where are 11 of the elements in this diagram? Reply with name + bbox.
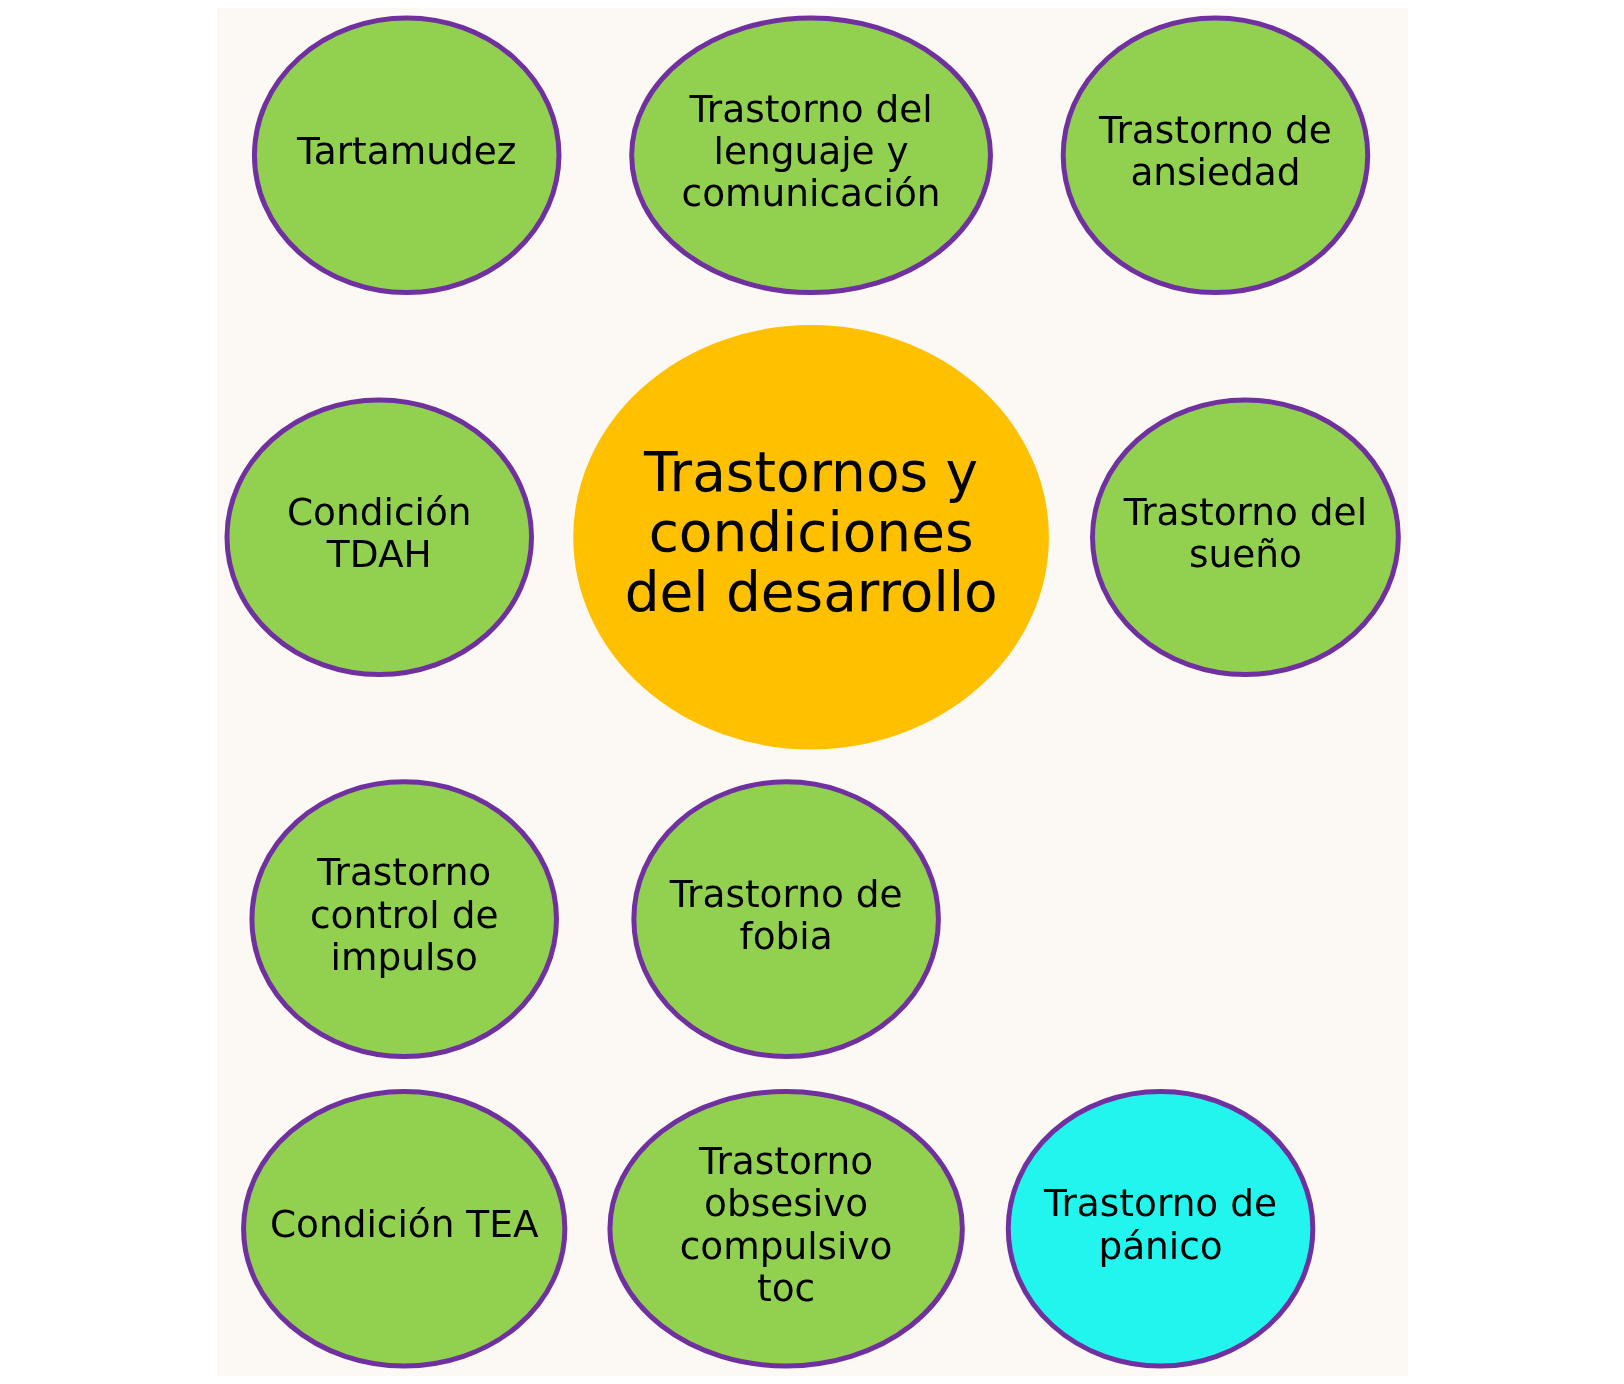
node-circle: Trastorno control de impulso — [248, 779, 559, 1059]
node-circle: Condición TDAH — [224, 397, 534, 678]
node-ellipse: Trastorno obsesivo compulsivo toc — [606, 1088, 965, 1369]
node-ellipse: Trastornos y condiciones del desarrollo — [572, 325, 1049, 750]
node-ellipse: Trastorno del sueño — [1089, 397, 1401, 678]
node-circle: Trastorno de pánico — [1005, 1088, 1315, 1369]
node-ellipse: Trastorno del lenguaje y comunicación — [628, 15, 993, 296]
node-circle: Tartamudez — [251, 15, 561, 296]
node-circle: Trastorno de ansiedad — [1060, 15, 1370, 296]
node-circle: Trastorno de fobia — [630, 779, 941, 1059]
node-ellipse: Condición TEA — [240, 1088, 567, 1369]
